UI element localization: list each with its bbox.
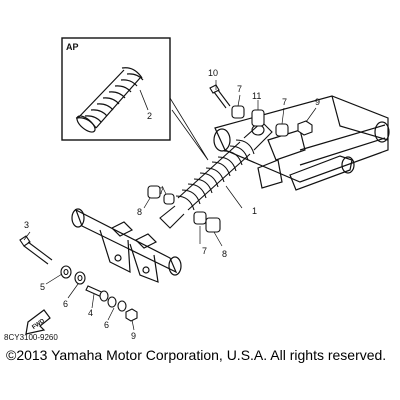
rear-arm-lower (71, 208, 182, 283)
callout-leaders (23, 80, 317, 331)
callout-7c: 7 (159, 186, 164, 196)
collar-7-upper-b (275, 123, 289, 137)
callout-3: 3 (24, 220, 29, 230)
callout-8b: 8 (222, 249, 227, 259)
callout-5: 5 (40, 282, 45, 292)
washer-6-right (107, 296, 127, 312)
callout-9b: 9 (131, 331, 136, 341)
fwd-arrow-icon: FWD (25, 309, 51, 335)
nut-9-upper (297, 120, 313, 136)
callout-11: 11 (252, 91, 261, 101)
shock-absorber (159, 121, 273, 229)
bolt-3 (19, 235, 53, 265)
collar-11 (251, 109, 265, 127)
shaft-4 (85, 285, 109, 302)
inset-box: AP 2 (61, 37, 171, 141)
callout-6b: 6 (104, 320, 109, 330)
nut-9-lower (125, 308, 138, 322)
diagram-code: 8CY3100-9260 (4, 333, 58, 342)
callout-10: 10 (208, 68, 218, 78)
callout-1: 1 (252, 206, 257, 216)
washer-5 (60, 265, 72, 279)
washer-6-left (74, 271, 86, 285)
collar-7-upper-a (231, 105, 245, 119)
bushing-8-lower (205, 217, 221, 233)
inset-title: AP (66, 42, 79, 52)
bushing-8-upper (147, 185, 161, 199)
bolt-10 (209, 84, 231, 109)
callout-7b: 7 (282, 97, 287, 107)
collar-7-mid (163, 193, 175, 205)
collar-7-lower (193, 211, 207, 225)
callout-7d: 7 (202, 246, 207, 256)
inset-callout-2: 2 (147, 111, 152, 121)
callout-6a: 6 (63, 299, 68, 309)
callout-4: 4 (88, 308, 93, 318)
rear-arm-upper (213, 95, 390, 191)
callout-9a: 9 (315, 97, 320, 107)
callout-8a: 8 (137, 207, 142, 217)
inset-leader (169, 97, 209, 161)
shock-boot-illustration (75, 67, 144, 133)
copyright-notice: ©2013 Yamaha Motor Corporation, U.S.A. A… (6, 347, 387, 363)
callout-7a: 7 (237, 84, 242, 94)
